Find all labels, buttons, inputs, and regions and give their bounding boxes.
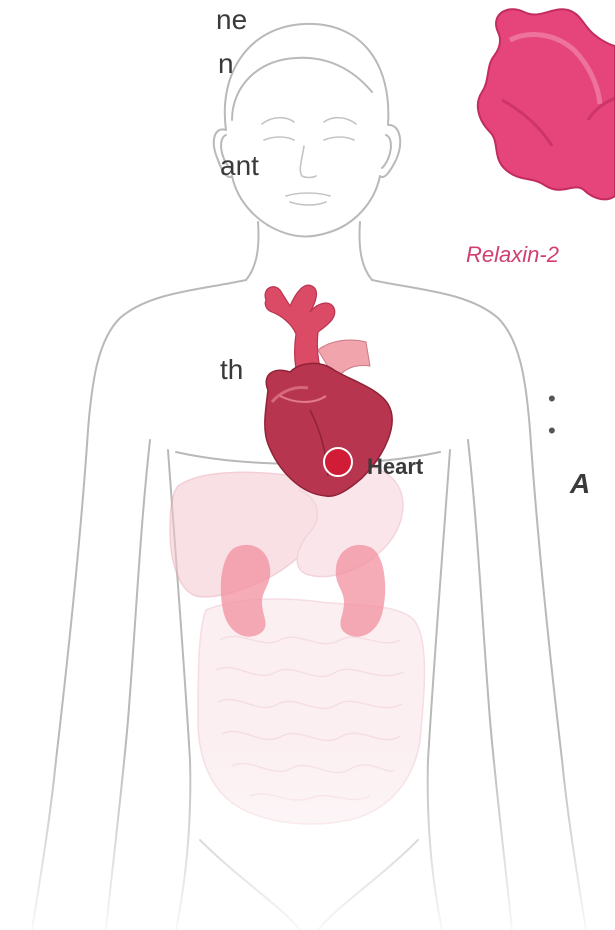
right-bullet-1: • (548, 388, 556, 410)
left-text-fragment-3: ant (220, 152, 259, 180)
right-text-fragment: A (570, 470, 590, 498)
right-bullet-2: • (548, 420, 556, 442)
relaxin-2-label: Relaxin-2 (466, 242, 559, 268)
left-text-fragment-2: n (218, 50, 234, 78)
left-text-fragment-1: ne (216, 6, 247, 34)
heart-label: Heart (367, 454, 423, 480)
left-text-fragment-4: th (220, 356, 243, 384)
